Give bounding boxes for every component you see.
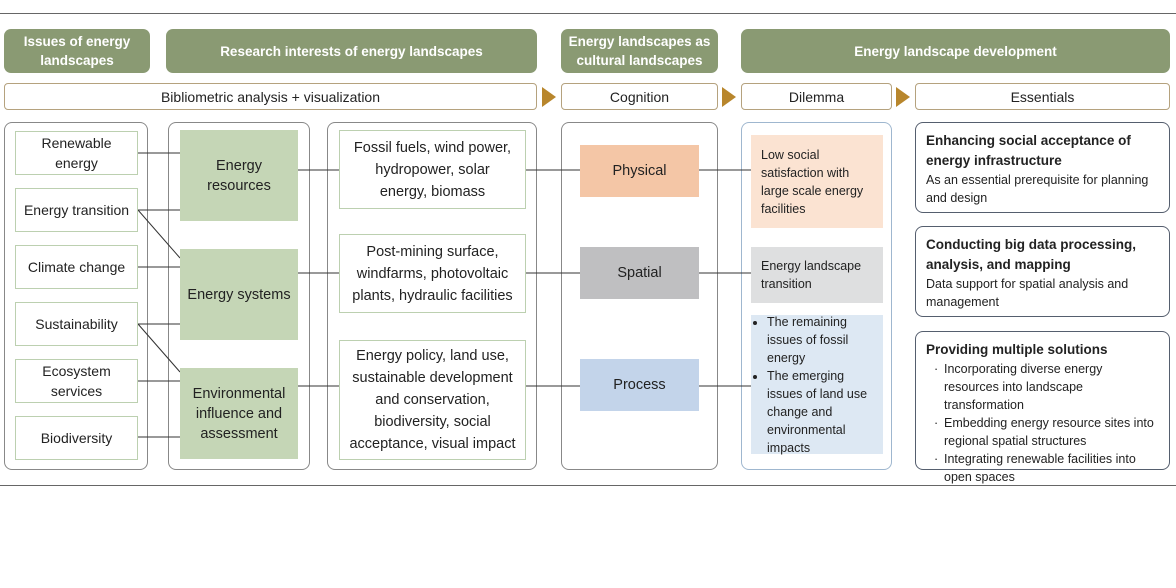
essential-title: Enhancing social acceptance of energy in… xyxy=(926,133,1131,168)
essential-social-acceptance: Enhancing social acceptance of energy in… xyxy=(915,122,1170,213)
issue-climate-change: Climate change xyxy=(15,245,138,289)
dilemma-text: Low social satisfaction with large scale… xyxy=(761,147,864,216)
issue-biodiversity: Biodiversity xyxy=(15,416,138,460)
essential-text: Data support for spatial analysis and ma… xyxy=(926,277,1129,309)
list-item: The emerging issues of land use change a… xyxy=(767,367,877,457)
dilemma-landscape-transition: Energy landscape transition xyxy=(751,247,883,303)
header-issues: Issues of energy landscapes xyxy=(4,29,150,73)
detail-energy-resources: Fossil fuels, wind power, hydropower, so… xyxy=(339,130,526,209)
header-cultural: Energy landscapes as cultural landscapes xyxy=(561,29,718,73)
cognition-process: Process xyxy=(580,359,699,411)
subheader-bibliometric: Bibliometric analysis + visualization xyxy=(4,83,537,110)
arrow-right-icon xyxy=(542,87,556,107)
detail-environmental: Energy policy, land use, sustainable dev… xyxy=(339,340,526,460)
header-research: Research interests of energy landscapes xyxy=(166,29,537,73)
cognition-physical: Physical xyxy=(580,145,699,197)
subheader-dilemma: Dilemma xyxy=(741,83,892,110)
issue-energy-transition: Energy transition xyxy=(15,188,138,232)
list-item: Integrating renewable facilities into op… xyxy=(934,450,1159,486)
arrow-right-icon xyxy=(896,87,910,107)
subheader-cognition: Cognition xyxy=(561,83,718,110)
research-energy-systems: Energy systems xyxy=(180,249,298,340)
bottom-rule xyxy=(0,485,1176,486)
dilemma-issues: The remaining issues of fossil energy Th… xyxy=(751,313,883,457)
research-environmental-influence: Environmental influence and assessment xyxy=(180,368,298,459)
issues-column xyxy=(4,122,148,470)
arrow-right-icon xyxy=(722,87,736,107)
cognition-spatial: Spatial xyxy=(580,247,699,299)
essential-list: Incorporating diverse energy resources i… xyxy=(926,360,1159,486)
dilemma-social-satisfaction: Low social satisfaction with large scale… xyxy=(751,135,883,228)
subheader-essentials: Essentials xyxy=(915,83,1170,110)
essential-multiple-solutions: Providing multiple solutions Incorporati… xyxy=(915,331,1170,484)
list-item: Incorporating diverse energy resources i… xyxy=(934,360,1159,414)
essential-text: As an essential prerequisite for plannin… xyxy=(926,173,1149,205)
list-item: Embedding energy resource sites into reg… xyxy=(934,414,1159,450)
essential-big-data: Conducting big data processing, analysis… xyxy=(915,226,1170,317)
research-energy-resources: Energy resources xyxy=(180,130,298,221)
issue-sustainability: Sustainability xyxy=(15,302,138,346)
dilemma-text: Energy landscape transition xyxy=(761,259,862,291)
list-item: The remaining issues of fossil energy xyxy=(767,313,877,367)
header-development: Energy landscape development xyxy=(741,29,1170,73)
dilemma-list: The remaining issues of fossil energy Th… xyxy=(753,313,877,457)
top-rule xyxy=(0,13,1176,14)
essential-title: Providing multiple solutions xyxy=(926,342,1108,357)
essential-title: Conducting big data processing, analysis… xyxy=(926,237,1137,272)
issue-ecosystem-services: Ecosystem services xyxy=(15,359,138,403)
issue-renewable-energy: Renewable energy xyxy=(15,131,138,175)
detail-energy-systems: Post-mining surface, windfarms, photovol… xyxy=(339,234,526,313)
